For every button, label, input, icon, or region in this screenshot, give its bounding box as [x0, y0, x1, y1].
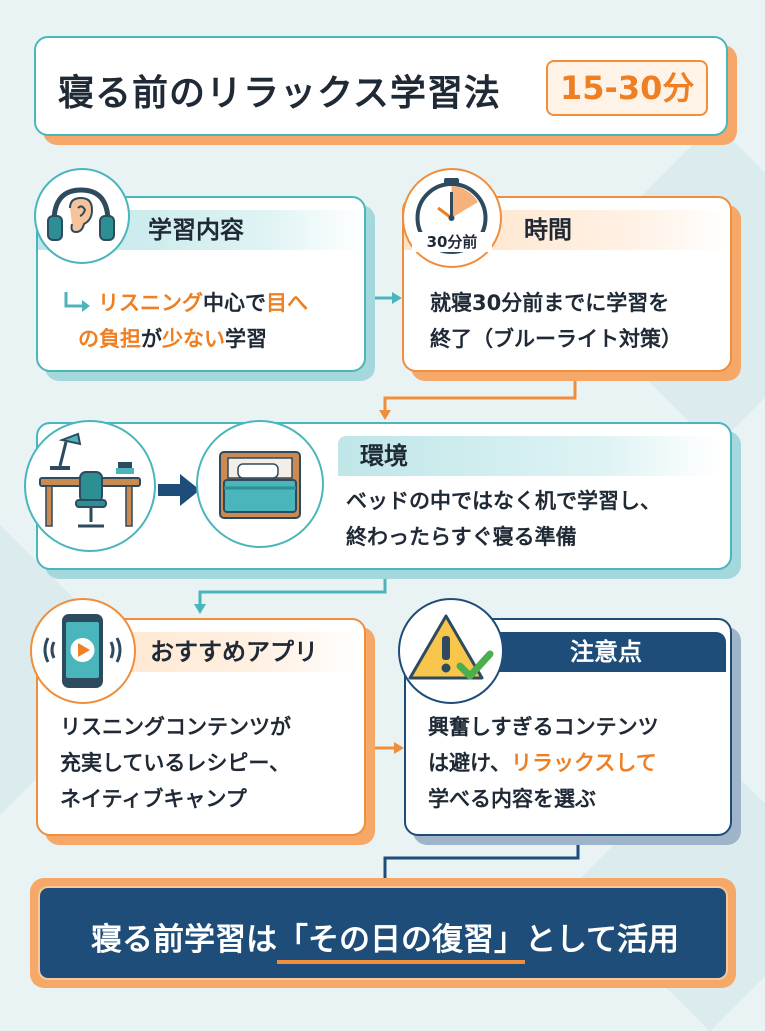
card-body-line: 充実しているレシピー、 — [60, 751, 291, 775]
clock-icon: 30分前 — [402, 168, 502, 268]
text: 中心で — [203, 291, 266, 315]
card-recommended-apps: おすすめアプリ リスニングコンテンツが 充実しているレシピー、 ネイティブキャン… — [36, 618, 366, 836]
arrow-right-icon — [64, 292, 90, 312]
text: が — [141, 327, 162, 351]
card-header: 環境 — [338, 436, 718, 476]
text: として活用 — [524, 922, 680, 958]
footer-text: 寝る前学習は「その日の復習」として活用 — [40, 914, 730, 964]
highlight-text: 少ない — [162, 327, 225, 351]
headphones-icon — [34, 168, 130, 264]
desk-icon — [24, 420, 156, 552]
highlight-text: リラックスして — [510, 751, 657, 775]
card-body-line: リスニング中心で目へ — [98, 286, 308, 320]
duration-badge: 15-30分 — [546, 60, 709, 116]
card-body-line: 終わったらすぐ寝る準備 — [346, 525, 577, 549]
card-body-line: 終了（ブルーライト対策） — [430, 327, 682, 351]
text: 学習 — [225, 327, 267, 351]
card-body-line: リスニングコンテンツが — [60, 715, 291, 739]
card-body-line: 興奮しすぎるコンテンツ — [428, 715, 659, 739]
page-title: 寝る前のリラックス学習法 — [58, 73, 501, 114]
card-body-line: の負担が少ない学習 — [78, 322, 267, 356]
text: 寝る前学習は — [90, 922, 277, 958]
card-body-line: は避け、リラックスして — [428, 746, 657, 780]
card-body-line: 就寝30分前までに学習を — [430, 291, 670, 315]
highlight-text: の負担 — [78, 327, 141, 351]
card-body-line: ベッドの中ではなく机で学習し、 — [346, 489, 661, 513]
card-body-line: 学べる内容を選ぶ — [428, 787, 596, 811]
clock-label: 30分前 — [412, 232, 492, 252]
title-banner: 寝る前のリラックス学習法 15-30分 — [34, 36, 728, 136]
bed-icon — [196, 420, 324, 548]
footer-banner: 寝る前学習は「その日の復習」として活用 — [38, 886, 728, 980]
smartphone-play-icon — [30, 598, 136, 704]
card-body-line: ネイティブキャンプ — [60, 787, 247, 811]
highlight-text: 目へ — [266, 291, 308, 315]
text: は避け、 — [428, 751, 511, 775]
highlight-text: 「その日の復習」 — [276, 922, 525, 964]
warning-check-icon — [398, 598, 504, 704]
highlight-text: リスニング — [98, 291, 203, 315]
card-caution: 注意点 興奮しすぎるコンテンツ は避け、リラックスして 学べる内容を選ぶ — [404, 618, 732, 836]
card-header: 注意点 — [486, 632, 726, 672]
arrow-right-icon — [158, 474, 200, 506]
